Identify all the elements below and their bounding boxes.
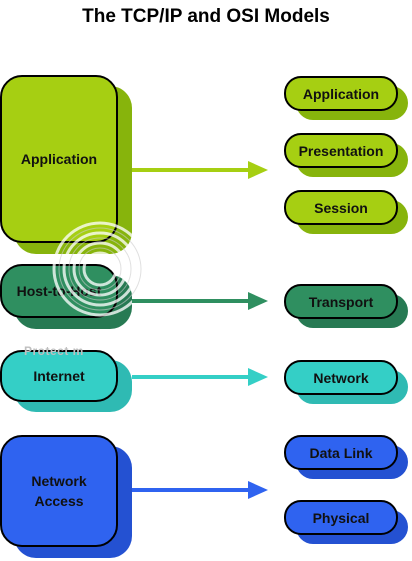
osi-application-pill: Application xyxy=(284,76,398,111)
osi-data-link-label: Data Link xyxy=(309,444,373,461)
watermark-text: Protect m xyxy=(24,344,84,358)
osi-physical-label: Physical xyxy=(312,509,370,526)
osi-transport-pill: Transport xyxy=(284,284,398,319)
osi-data-link-pill: Data Link xyxy=(284,435,398,470)
tcpip-application-label: Application xyxy=(20,151,98,167)
arrow-network-access xyxy=(132,481,268,499)
osi-application-label: Application xyxy=(302,85,380,102)
osi-physical-pill: Physical xyxy=(284,500,398,535)
diagram-title: The TCP/IP and OSI Models xyxy=(82,6,330,27)
arrow-host-to-host xyxy=(132,292,268,310)
tcpip-application-box: Application xyxy=(0,75,118,243)
osi-network-pill: Network xyxy=(284,360,398,395)
osi-presentation-pill: Presentation xyxy=(284,133,398,168)
tcpip-network-access-label: Network Access xyxy=(31,473,87,509)
watermark-rings-icon xyxy=(52,221,148,317)
arrow-application xyxy=(132,161,268,179)
osi-network-label: Network xyxy=(313,369,369,386)
tcpip-network-access-box: Network Access xyxy=(0,435,118,547)
tcpip-internet-label: Internet xyxy=(33,368,85,384)
arrow-internet xyxy=(132,368,268,386)
osi-transport-label: Transport xyxy=(308,293,374,310)
tcpip-internet-box: Internet xyxy=(0,350,118,402)
osi-session-label: Session xyxy=(314,199,368,216)
osi-presentation-label: Presentation xyxy=(298,142,384,159)
osi-session-pill: Session xyxy=(284,190,398,225)
